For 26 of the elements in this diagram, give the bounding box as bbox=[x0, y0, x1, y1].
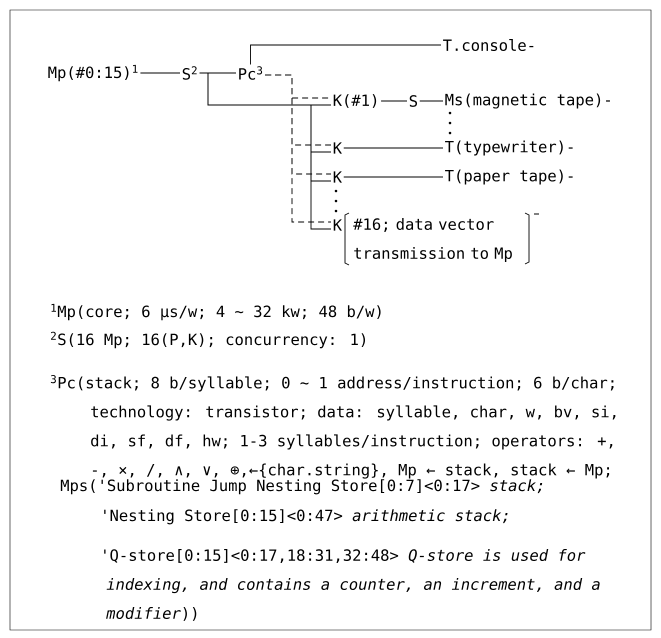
node-text: K bbox=[334, 171, 342, 183]
node-text: Ms(magnetic tape)- bbox=[445, 93, 610, 109]
connector-line bbox=[419, 100, 444, 102]
node-text: S bbox=[410, 95, 418, 107]
node-text: Pc$^{3}$ bbox=[239, 66, 262, 80]
node-text: T.console- bbox=[443, 38, 534, 52]
node-text: T(typewriter)- bbox=[445, 140, 573, 156]
footnote-text: Mps('Subroutine Jump Nesting Store[0:7]<0:17> stack; bbox=[60, 479, 542, 494]
node-text: K(#1) bbox=[334, 94, 376, 108]
connector-line bbox=[343, 176, 444, 178]
connector-line bbox=[250, 44, 442, 65]
node-text: S$^{2}$ bbox=[182, 66, 197, 80]
node-text: T(paper tape)- bbox=[445, 170, 573, 184]
connector-line bbox=[380, 100, 408, 102]
footnote-text: $^{2}$S(16 Mp; 16(P,K); concurrency: 1) bbox=[51, 332, 366, 348]
connector-line bbox=[264, 74, 332, 222]
node-text: Mp(#0:15)$^{1}$ bbox=[48, 64, 138, 82]
bracket-text: #16; data vector transmission to Mp bbox=[353, 218, 512, 262]
footnote-text: $^{1}$Mp(core; 6 µs/w; 4 ∼ 32 kw; 48 b/w) bbox=[52, 304, 381, 320]
footnote-text: 'Q-store[0:15]<0:17,18:31,32:48> Q-store is used for indexing, and contains a counter, an increment, and a modifier)) bbox=[104, 549, 600, 621]
footnote-text: $^{3}$Pc(stack; 8 b/syllable; 0 ∼ 1 address/instruction; 6 b/char; technology: transistor; data: syllable, char, w, bv, si, di, sf, df, hw; 1-3 syllables/instruction; operators: +, -, ×, /, ∧, ∨, ⊕,←{char.string}, Mp ← stack, stack ← Mp; bbox=[50, 375, 616, 479]
connector-line bbox=[199, 72, 332, 230]
connector-line bbox=[140, 72, 180, 74]
node-text: K bbox=[334, 219, 342, 231]
footnote-text: 'Nesting Store[0:15]<0:47> arithmetic stack; bbox=[104, 509, 508, 524]
node-text: K bbox=[334, 142, 342, 154]
